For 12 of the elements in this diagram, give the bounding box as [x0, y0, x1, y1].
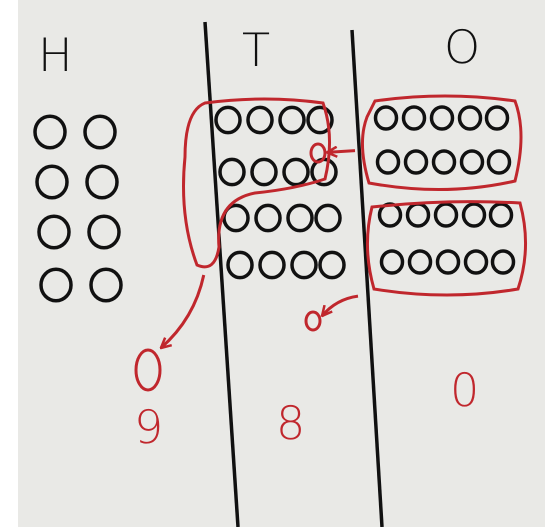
place-value-digit: 0: [450, 365, 480, 415]
arrow: [160, 274, 206, 350]
place-value-digit: 8: [276, 398, 306, 448]
regrouped-counter: [134, 348, 162, 392]
regrouped-counter: [304, 310, 322, 332]
column-heading: H: [38, 30, 73, 80]
regrouped-counter: [309, 142, 327, 164]
column-heading: T: [242, 25, 270, 75]
column-heading: O: [444, 22, 480, 72]
place-value-digit: 9: [134, 402, 164, 452]
arrow: [320, 294, 358, 318]
arrow: [326, 146, 356, 158]
